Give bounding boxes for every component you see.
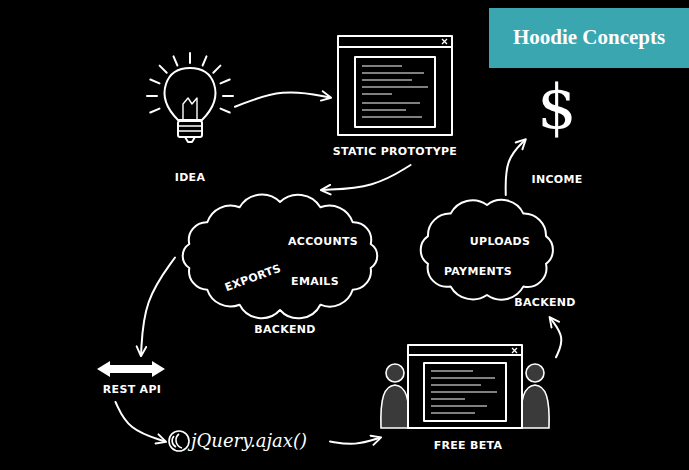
bulb-base xyxy=(178,121,202,137)
window-title-bar xyxy=(408,354,522,356)
logo-swirl xyxy=(172,434,182,448)
flow-arrow xyxy=(141,258,175,356)
backend-cloud: ACCOUNTSEMAILSEXPORTSBACKEND xyxy=(175,190,385,340)
flow-arrow xyxy=(235,92,330,106)
step-label: INCOME xyxy=(532,173,583,186)
step-label: ACCOUNTS xyxy=(288,235,358,248)
step-label: EMAILS xyxy=(291,275,339,288)
api-node: REST API xyxy=(90,355,175,402)
user-head xyxy=(386,364,404,382)
flow-arrow xyxy=(116,402,166,442)
brand-name: Hoodie Concepts xyxy=(513,25,665,50)
cloud-shape xyxy=(183,195,378,319)
jquery-logo xyxy=(169,431,189,451)
bulb-tip xyxy=(185,137,195,142)
scribble-lines xyxy=(362,66,428,117)
logo-ring xyxy=(169,431,189,451)
window-close xyxy=(442,39,447,44)
step-label: BACKEND xyxy=(514,296,575,309)
cloud-shape xyxy=(421,200,553,300)
step-label: FREE BETA xyxy=(434,439,503,452)
scribble-lines xyxy=(431,371,497,413)
bulb-glass xyxy=(165,68,216,120)
window-frame xyxy=(338,36,452,135)
lightbulb xyxy=(147,53,233,142)
flow-arrow xyxy=(550,318,561,357)
ajax-node: jQuery.ajax() xyxy=(165,425,330,458)
user-figure xyxy=(381,385,409,428)
code-label: jQuery.ajax() xyxy=(191,430,307,452)
beta-users xyxy=(381,364,549,428)
step-label: BACKEND xyxy=(254,323,315,336)
beta-node: FREE BETA xyxy=(380,340,556,455)
cloud-outline xyxy=(175,190,385,340)
dollar-sign: $ xyxy=(537,76,576,138)
window-close xyxy=(512,348,517,353)
prototype-node: STATIC PROTOTYPE xyxy=(330,30,460,165)
window-title-bar xyxy=(338,46,452,48)
bulb-base-stripes xyxy=(178,126,202,131)
flow-arrow xyxy=(506,140,525,195)
prototype-window xyxy=(338,36,452,135)
window-pane xyxy=(424,363,506,421)
user-head xyxy=(526,364,544,382)
flow-arrow xyxy=(330,438,380,444)
step-label: PAYMENTS xyxy=(444,265,512,278)
brand-band: Hoodie Concepts xyxy=(489,8,689,68)
window-pane xyxy=(355,57,435,127)
step-label: REST API xyxy=(103,383,161,396)
bulb-filament xyxy=(183,98,197,120)
idea-node: IDEA xyxy=(145,62,235,190)
bulb-rays xyxy=(147,53,233,113)
backend-cloud: UPLOADS PAYMENTS BACKEND xyxy=(415,195,580,318)
income-node: $ INCOME xyxy=(525,62,590,192)
window-frame xyxy=(408,345,522,428)
step-label: STATIC PROTOTYPE xyxy=(333,145,457,158)
flow-arrow xyxy=(322,165,411,190)
beta-window xyxy=(408,345,522,428)
rest-arrow-icon xyxy=(97,361,165,377)
user-figure xyxy=(521,385,549,428)
step-label: UPLOADS xyxy=(470,235,530,248)
step-label: IDEA xyxy=(175,171,205,184)
